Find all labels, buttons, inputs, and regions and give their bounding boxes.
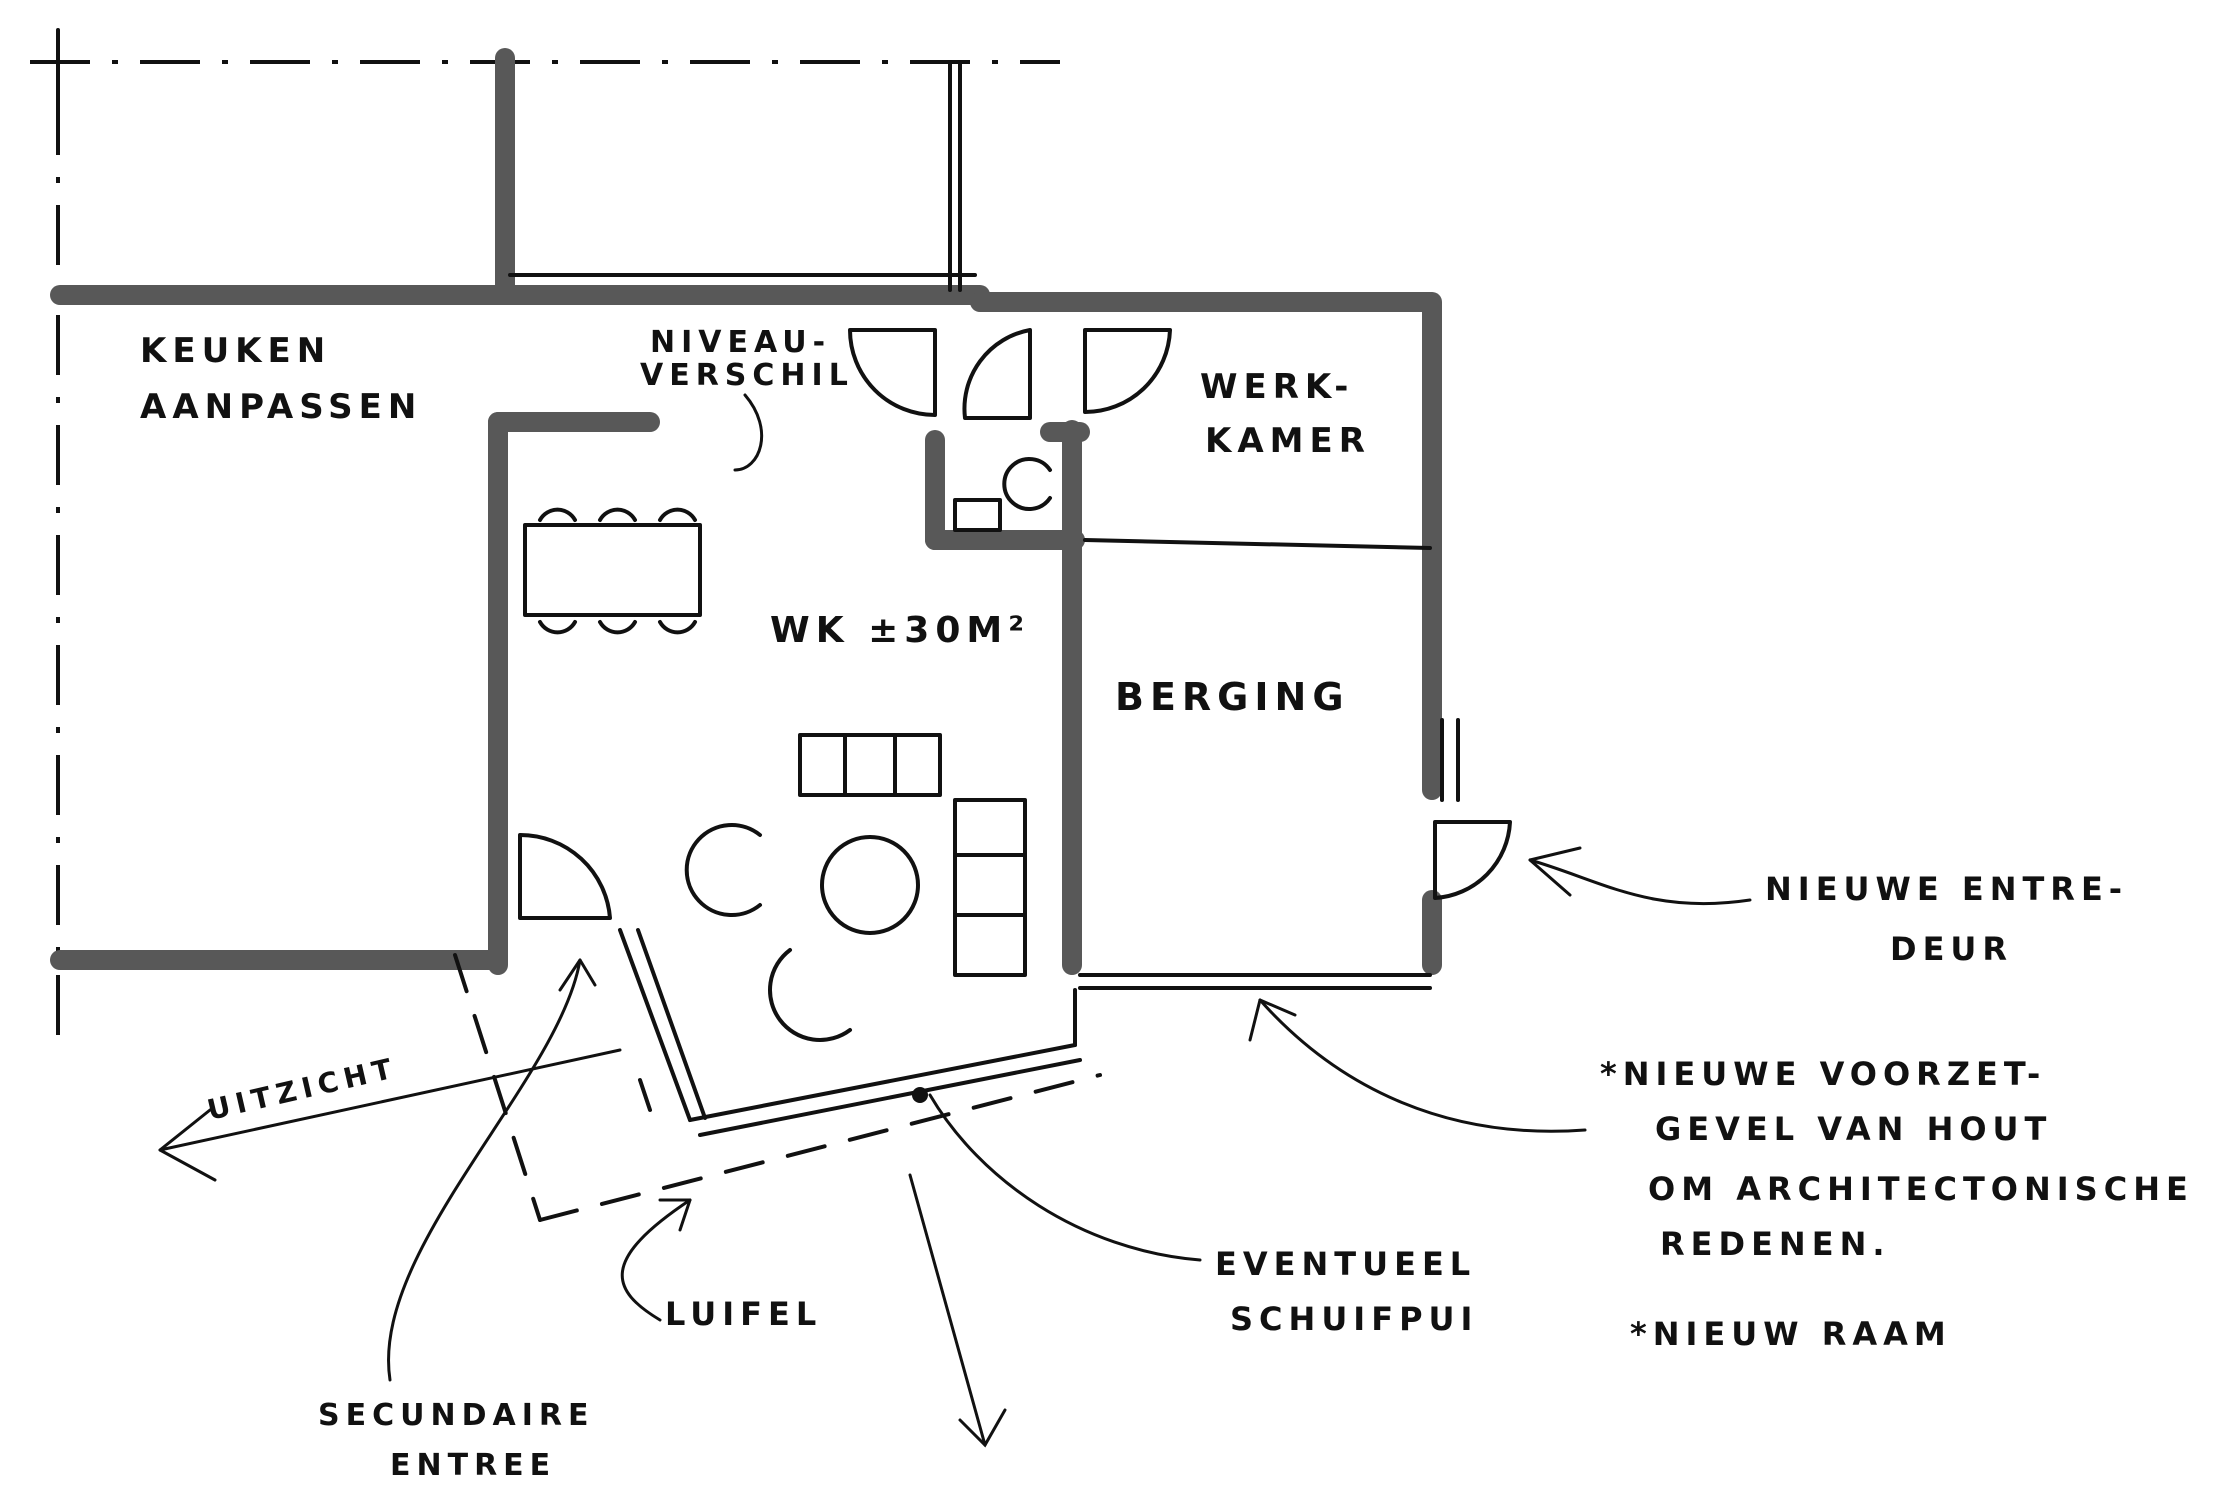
annotation-arrows <box>158 393 1752 1448</box>
dining-table <box>523 507 702 635</box>
label-werk-1: WERK- <box>1200 367 1354 407</box>
label-secundaire-2: ENTREE <box>390 1448 556 1483</box>
label-niveau-1: NIVEAU- <box>650 325 831 360</box>
label-voorzet-3: OM ARCHITECTONISCHE <box>1648 1170 2194 1208</box>
label-voorzet-2: GEVEL VAN HOUT <box>1655 1110 2052 1148</box>
label-voorzet-1: *NIEUWE VOORZET- <box>1600 1055 2046 1093</box>
label-voorzet-4: REDENEN. <box>1660 1225 1891 1263</box>
label-secundaire-1: SECUNDAIRE <box>318 1398 594 1433</box>
neighbor-lines <box>508 60 1432 550</box>
label-raam: *NIEUW RAAM <box>1630 1315 1952 1353</box>
label-eventueel-1: EVENTUEEL <box>1215 1245 1476 1283</box>
label-werk-2: KAMER <box>1205 421 1371 461</box>
canopy-outline <box>453 953 1102 1222</box>
label-entre-1: NIEUWE ENTRE- <box>1765 870 2128 908</box>
label-keuken-2: AANPASSEN <box>140 387 422 427</box>
doors <box>518 328 1512 920</box>
front-facade <box>618 928 1432 1137</box>
label-uitzicht: UITZICHT <box>204 1051 401 1127</box>
property-boundary <box>30 28 1060 1050</box>
label-wk: WK ±30M² <box>770 610 1030 651</box>
toilet-fixtures <box>953 457 1052 532</box>
label-eventueel-2: SCHUIFPUI <box>1230 1300 1478 1338</box>
label-niveau-2: VERSCHIL <box>640 358 854 393</box>
living-furniture <box>684 733 1027 1042</box>
labels: KEUKEN AANPASSEN NIVEAU- VERSCHIL WERK- … <box>140 325 2194 1483</box>
label-luifel: LUIFEL <box>665 1295 822 1333</box>
label-keuken-1: KEUKEN <box>140 331 331 371</box>
label-berging: BERGING <box>1115 675 1350 719</box>
walls <box>50 48 1442 975</box>
label-entre-2: DEUR <box>1890 930 2013 968</box>
